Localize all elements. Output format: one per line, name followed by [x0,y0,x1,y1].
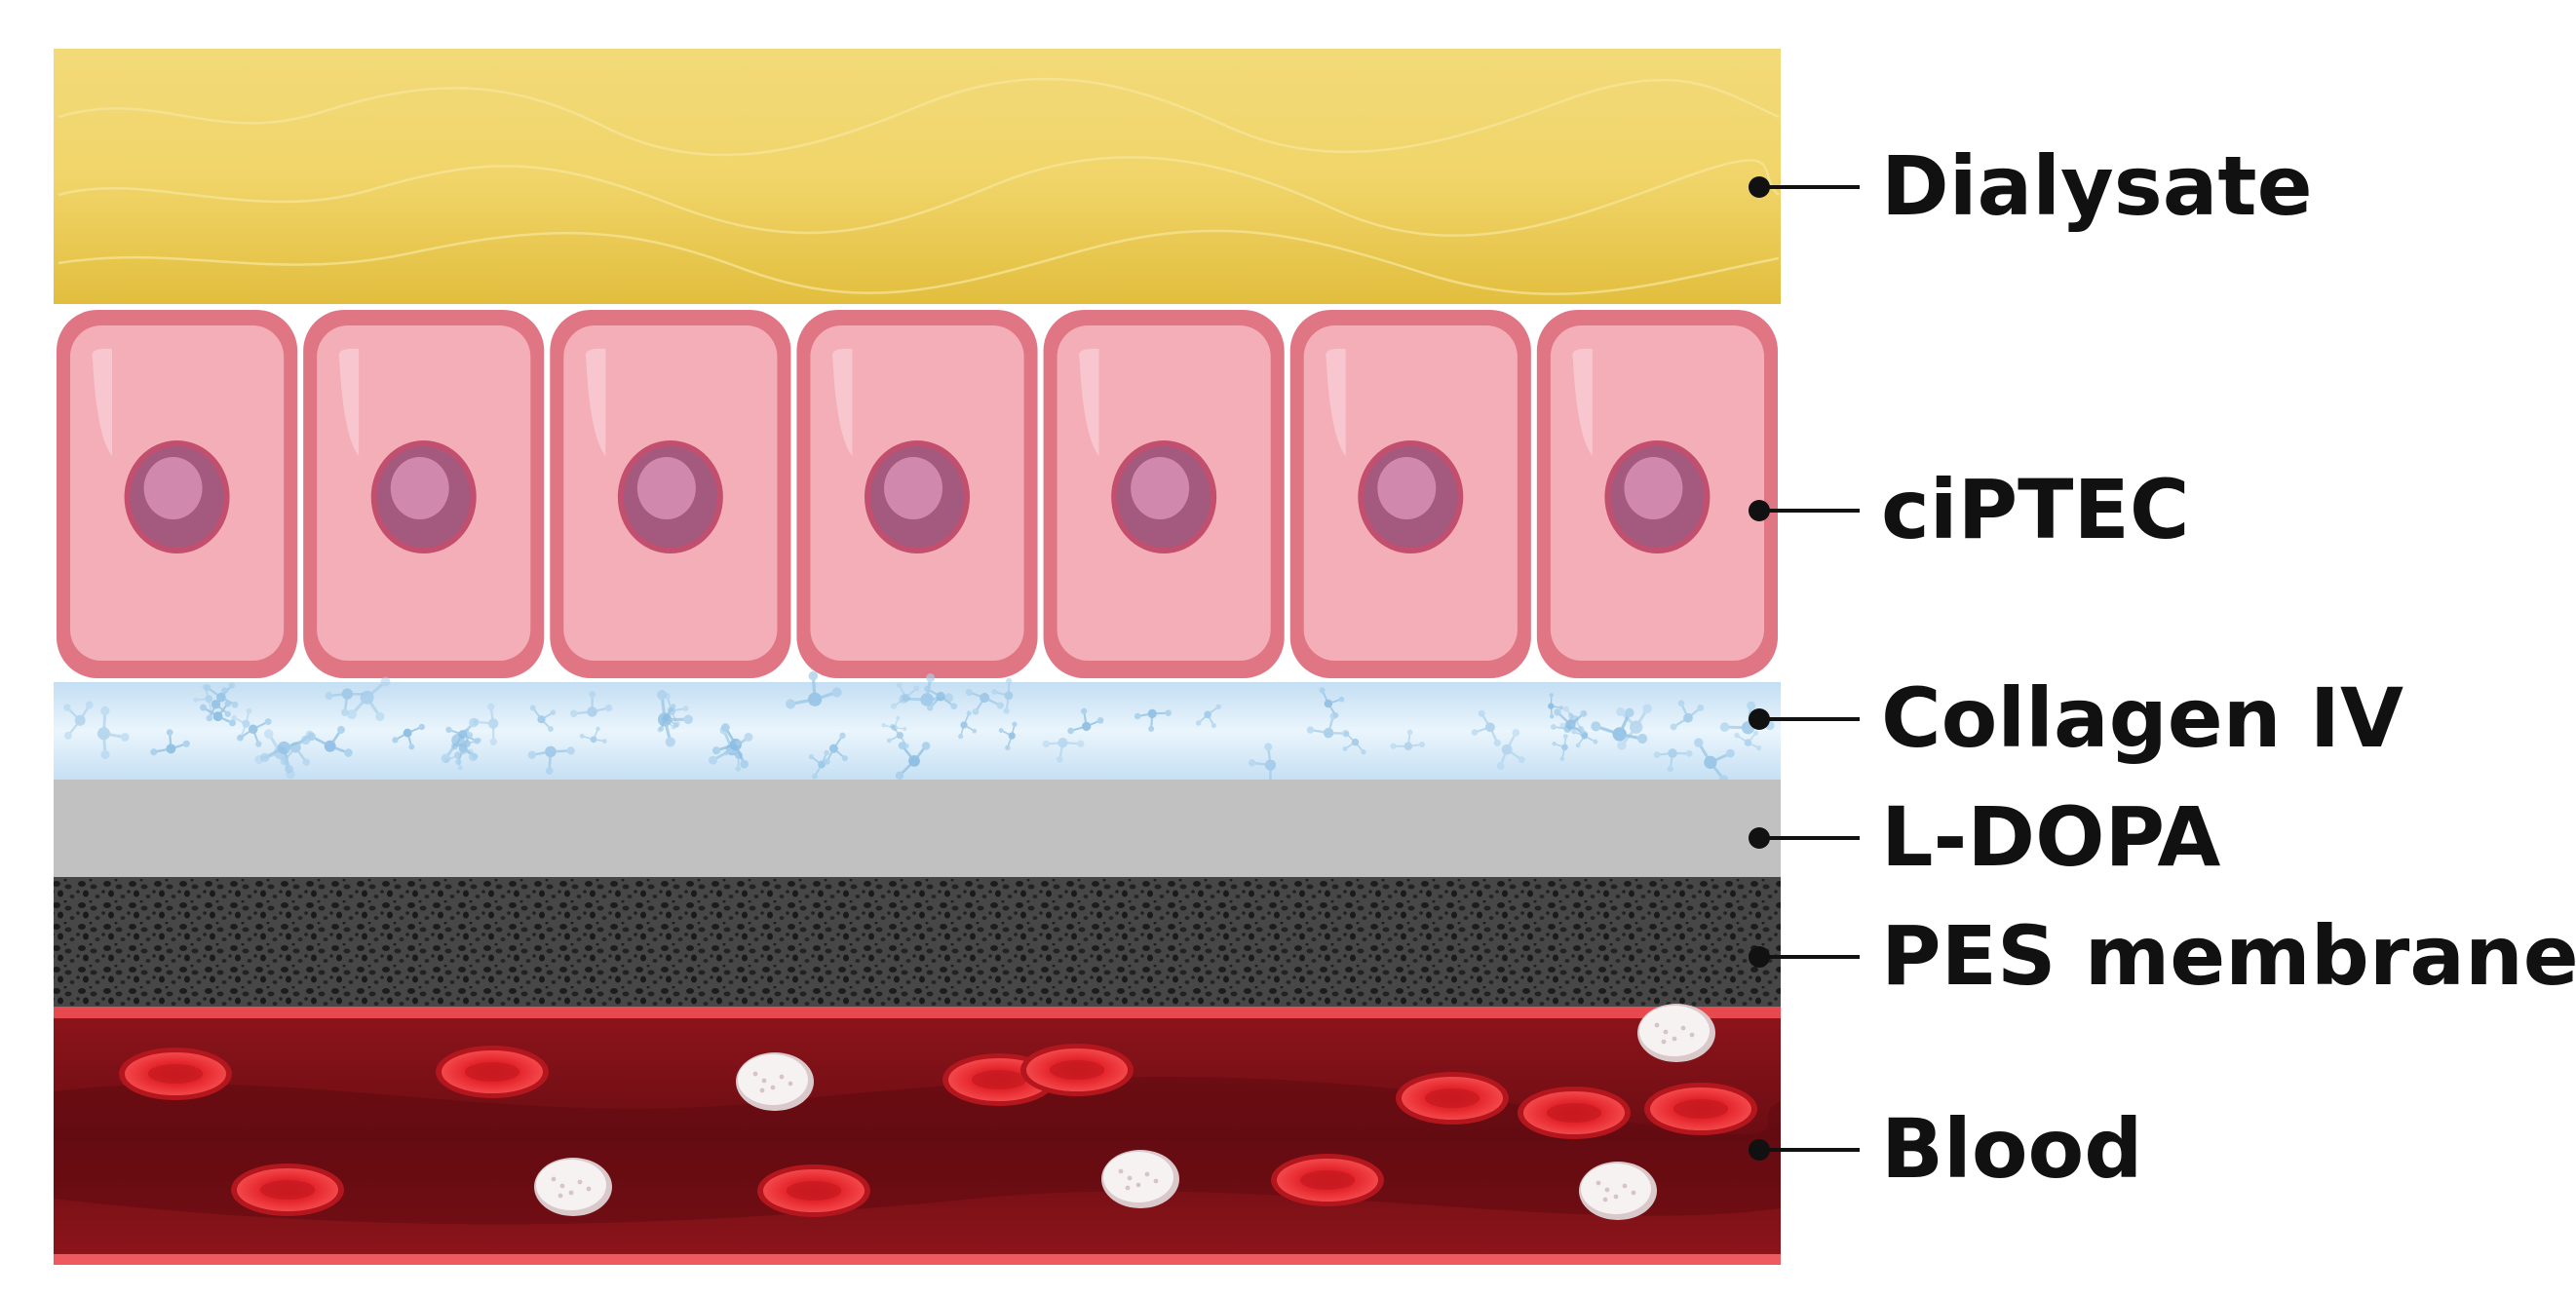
red-blood-cell [1396,1072,1509,1125]
ciptec-cell-layer [57,310,1778,678]
red-blood-cell [119,1048,232,1100]
label-collagen-iv: Collagen IV [1749,670,2403,766]
label-dialysate-text: Dialysate [1881,138,2313,234]
label-collagen-iv-text: Collagen IV [1881,670,2403,766]
label-l-dopa: L-DOPA [1749,789,2220,885]
white-blood-cell [736,1052,814,1111]
epithelial-cell [796,310,1037,678]
epithelial-cell [57,310,297,678]
collagen-iv-layer [54,666,1781,790]
red-blood-cell [1518,1087,1631,1139]
label-ciptec-text: ciPTEC [1881,462,2189,557]
label-ciptec: ciPTEC [1749,462,2189,557]
blood-layer [54,1004,1781,1265]
dialysate-layer [54,49,1781,304]
epithelial-cell [550,310,790,678]
label-dialysate: Dialysate [1749,138,2313,234]
epithelial-cell [1290,310,1531,678]
white-blood-cell [534,1158,612,1216]
label-blood-text: Blood [1881,1101,2142,1197]
epithelial-cell [1044,310,1285,678]
red-blood-cell [757,1164,870,1217]
l-dopa-layer [54,780,1781,877]
layer-labels: Dialysate ciPTEC Collagen IV L-DOPA PES … [1749,138,2576,1197]
label-pes-membrane-text: PES membrane [1881,908,2576,1004]
epithelial-cell [303,310,544,678]
label-l-dopa-text: L-DOPA [1881,789,2220,885]
white-blood-cell [1101,1150,1179,1208]
label-blood: Blood [1749,1101,2142,1197]
red-blood-cell [231,1163,344,1216]
red-blood-cell [436,1046,549,1098]
red-blood-cell [1271,1154,1384,1206]
red-blood-cell [1020,1044,1134,1096]
label-pes-membrane: PES membrane [1749,908,2576,1004]
red-blood-cell [1644,1083,1757,1135]
pes-membrane-layer [54,877,1781,1007]
white-blood-cell [1637,1004,1715,1062]
white-blood-cell [1579,1162,1657,1220]
epithelial-cell [1537,310,1778,678]
